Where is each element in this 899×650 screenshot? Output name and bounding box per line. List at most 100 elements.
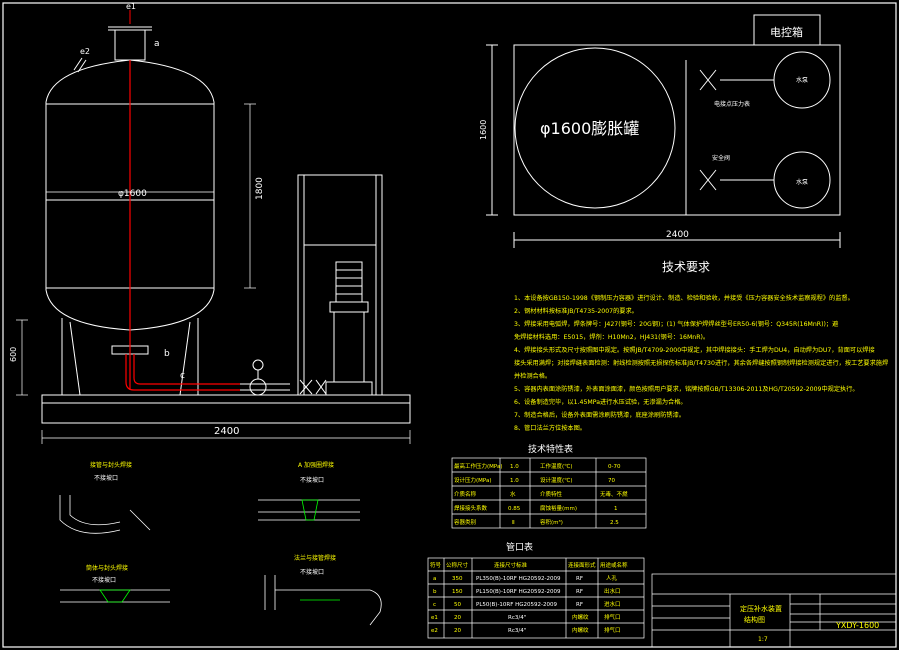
- nozzle-cell: c: [433, 602, 436, 608]
- spec-cell: 0-70: [608, 464, 621, 470]
- pipe-red: [125, 60, 240, 391]
- plan-view: [486, 14, 841, 248]
- tech-req-lines: 1、本设备按GB150-1998《钢制压力容器》进行设计、制造、检验和验收，并接…: [514, 294, 888, 432]
- tech-req-line: 3、焊接采用电弧焊，焊条牌号：J427(钢号：20G钢)；(1) 气体保护焊焊丝…: [514, 320, 838, 328]
- nozzle-cell: 排气口: [604, 613, 621, 621]
- weld-details: [59, 495, 382, 626]
- tech-req-line: 8、管口法兰方位按本图。: [514, 424, 586, 432]
- dimensions-left: [16, 103, 411, 444]
- nozzle-table-cells: 符号 公称尺寸 连接尺寸标准 连接面形式 用途或名称 a 350 PL350(B…: [430, 561, 628, 634]
- nozzle-e1-tag: e1: [126, 2, 136, 11]
- pump-label-1: 水泵: [796, 76, 808, 84]
- nozzle-header: 连接尺寸标准: [494, 561, 528, 569]
- nozzle-table-title: 管口表: [506, 541, 533, 553]
- nozzle-cell: 50: [454, 602, 461, 608]
- detail-title-1: 接管与封头焊接: [90, 461, 132, 469]
- spec-cell: 1.0: [510, 478, 519, 484]
- nozzle-e2-tag: e2: [80, 47, 90, 56]
- spec-table-cells: 最高工作压力(MPa) 1.0 工作温度(℃) 0-70 设计压力(MPa) 1…: [454, 462, 628, 526]
- nozzle-cell: b: [433, 589, 437, 595]
- tank-label: φ1600膨胀罐: [540, 119, 639, 138]
- nozzle-cell: 人孔: [606, 574, 618, 582]
- nozzle-b-tag: b: [164, 349, 170, 359]
- control-box-label: 电控箱: [770, 25, 803, 39]
- title-code: YXDY-1600: [835, 621, 879, 630]
- spec-cell: 1.0: [510, 464, 519, 470]
- tech-req-line: 2、钢材材料按标准JB/T4735-2007的要求。: [514, 307, 638, 315]
- nozzle-cell: Rc3/4": [508, 615, 526, 621]
- spec-cell: 容器类别: [454, 518, 476, 526]
- detail-title-4: 法兰与接管焊接: [294, 554, 336, 562]
- spec-cell: 介质名称: [454, 490, 477, 498]
- spec-table-title: 技术特性表: [528, 443, 573, 455]
- spec-cell: 水: [510, 490, 516, 498]
- vessel-diameter-label: φ1600: [118, 189, 147, 199]
- spec-cell: 设计温度(℃): [540, 476, 572, 484]
- vessel-height-label: 1800: [255, 177, 265, 200]
- nozzle-cell: RF: [576, 589, 583, 595]
- valve-label-2: 安全阀: [712, 154, 730, 162]
- nozzle-cell: e1: [431, 615, 438, 621]
- plan-width-label: 2400: [666, 230, 689, 240]
- nozzle-cell: PL50(B)-10RF HG20592-2009: [476, 602, 558, 608]
- spec-cell: 2.5: [610, 520, 619, 526]
- nozzle-header: 符号: [430, 561, 442, 569]
- spec-cell: Ⅱ: [512, 520, 515, 526]
- nozzle-cell: 20: [454, 615, 461, 621]
- title-drawing: 结构图: [744, 615, 765, 624]
- spec-cell: 容积(m³): [540, 518, 563, 526]
- detail-title-2: A 加强圈焊接: [298, 461, 334, 469]
- nozzle-cell: 进水口: [604, 600, 621, 608]
- nozzle-cell: PL150(B)-10RF HG20592-2009: [476, 589, 561, 595]
- nozzle-cell: 150: [452, 589, 463, 595]
- tech-req-line: 7、制造合格后，设备外表面需涂刷防锈漆，底座涂刷防锈漆。: [514, 411, 685, 419]
- nozzle-cell: 350: [452, 576, 463, 582]
- nozzle-cell: 内螺纹: [572, 613, 589, 621]
- title-product: 定压补水装置: [740, 604, 782, 613]
- nozzle-cell: a: [433, 576, 436, 582]
- nozzle-cell: e2: [431, 628, 438, 634]
- spec-table: [451, 457, 647, 529]
- tech-req-line: 6、设备制造完毕，以1.45MPa进行水压试验，无渗漏为合格。: [514, 398, 687, 406]
- pump-label-2: 水泵: [796, 178, 808, 186]
- base-width-label: 2400: [214, 426, 239, 437]
- tech-req-line: 免焊接材料选用：E5015，焊剂：H10Mn2，HJ431(钢号：16MnR)。: [514, 333, 709, 341]
- tech-req-line: 5、容器内表面涂防锈漆，外表面涂面漆，颜色按照用户要求，铭牌按照GB/T1330…: [514, 385, 859, 393]
- spec-cell: 70: [608, 478, 615, 484]
- spec-cell: 最高工作压力(MPa): [454, 462, 502, 470]
- tech-req-title: 技术要求: [662, 260, 710, 274]
- detail-note-1: 不接坡口: [94, 474, 118, 482]
- tech-req-line: 1、本设备按GB150-1998《钢制压力容器》进行设计、制造、检验和验收，并接…: [514, 294, 854, 302]
- nozzle-cell: RF: [576, 602, 583, 608]
- spec-cell: 1: [614, 506, 618, 512]
- plan-height-label: 1600: [479, 120, 488, 140]
- valve-label-1: 电接点压力表: [714, 100, 750, 108]
- spec-cell: 无毒、不燃: [600, 490, 628, 498]
- spec-cell: 设计压力(MPa): [454, 476, 491, 484]
- nozzle-header: 连接面形式: [568, 561, 596, 569]
- spec-cell: 工作温度(℃): [540, 462, 572, 470]
- detail-note-3: 不接坡口: [92, 576, 116, 584]
- tech-req-line: 4、焊接接头形式及尺寸按照图中规定。按照JB/T4709-2000中规定，其中焊…: [514, 346, 875, 354]
- spec-cell: 腐蚀裕量(mm): [540, 504, 577, 512]
- nozzle-cell: 排气口: [604, 626, 621, 634]
- nozzle-cell: 20: [454, 628, 461, 634]
- vessel-elevation: [41, 10, 411, 424]
- spec-cell: 焊接接头系数: [454, 504, 488, 512]
- title-scale: 1:7: [758, 636, 768, 643]
- nozzle-cell: 内螺纹: [572, 626, 589, 634]
- leg-height-label: 600: [9, 347, 18, 362]
- nozzle-cell: RF: [576, 576, 583, 582]
- nozzle-cell: PL350(B)-10RF HG20592-2009: [476, 576, 561, 582]
- detail-note-2: 不接坡口: [300, 476, 324, 484]
- nozzle-header: 用途或名称: [600, 561, 628, 569]
- detail-title-3: 筒体与封头焊接: [86, 564, 128, 572]
- nozzle-table: [427, 557, 645, 639]
- nozzle-header: 公称尺寸: [446, 561, 469, 569]
- title-block: [651, 573, 897, 648]
- spec-cell: 0.85: [508, 506, 521, 512]
- nozzle-cell: 出水口: [604, 587, 621, 595]
- tech-req-line: 接头采用满焊；对接焊缝表面检测：射线检测按照无损探伤标准JB/T4730进行，其…: [514, 359, 888, 367]
